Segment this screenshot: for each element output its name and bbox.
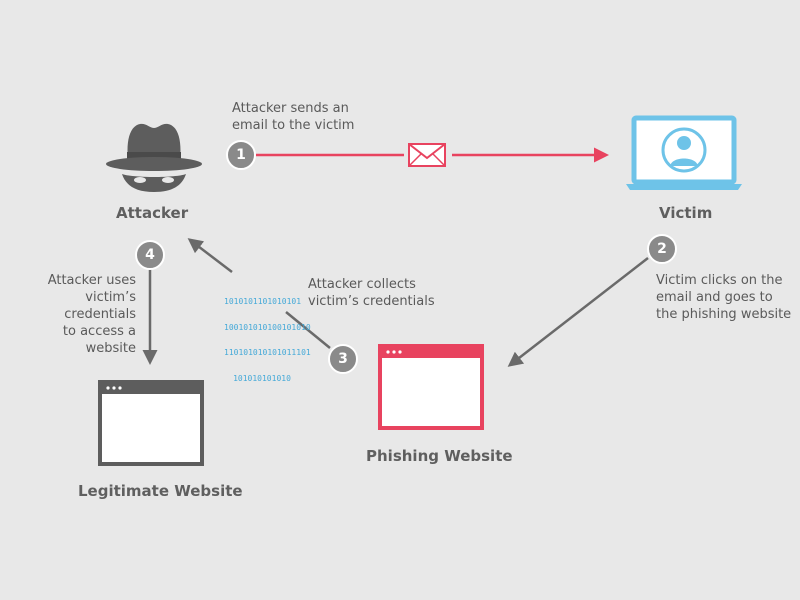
legitimate-website-label: Legitimate Website <box>78 482 243 500</box>
victim-label: Victim <box>659 204 713 222</box>
step-1-text: Attacker sends an email to the victim <box>232 101 355 133</box>
browser-window-icon <box>378 344 484 430</box>
laptop-user-icon <box>626 115 742 190</box>
step-badge-2: 2 <box>647 234 677 264</box>
step-2-text: Victim clicks on the email and goes to t… <box>656 273 792 322</box>
step-badge-3: 3 <box>328 344 358 374</box>
phishing-to-binary-line <box>285 311 331 349</box>
phishing-website-label: Phishing Website <box>366 447 513 465</box>
attacker-label: Attacker <box>116 204 189 222</box>
spy-hat-icon <box>106 123 202 192</box>
binary-line: 110101010101011101 <box>224 348 311 357</box>
step-badge-4: 4 <box>135 240 165 270</box>
binary-line: 100101010100101010 <box>224 322 311 332</box>
binary-to-attacker-arrow <box>187 238 233 273</box>
envelope-icon <box>408 143 446 167</box>
step-3-text: Attacker collects victim’s credentials <box>308 277 435 309</box>
binary-line: 1010101101010101 <box>224 297 302 306</box>
victim-to-phishing-arrow <box>507 257 649 367</box>
step-badge-1: 1 <box>226 140 256 170</box>
binary-line: 101010101010 <box>233 373 291 383</box>
browser-window-icon <box>98 380 204 466</box>
step-4-text: Attacker uses victim’s credentials to ac… <box>47 273 136 356</box>
credentials-binary: 1010101101010101 100101010100101010 1101… <box>224 281 311 400</box>
